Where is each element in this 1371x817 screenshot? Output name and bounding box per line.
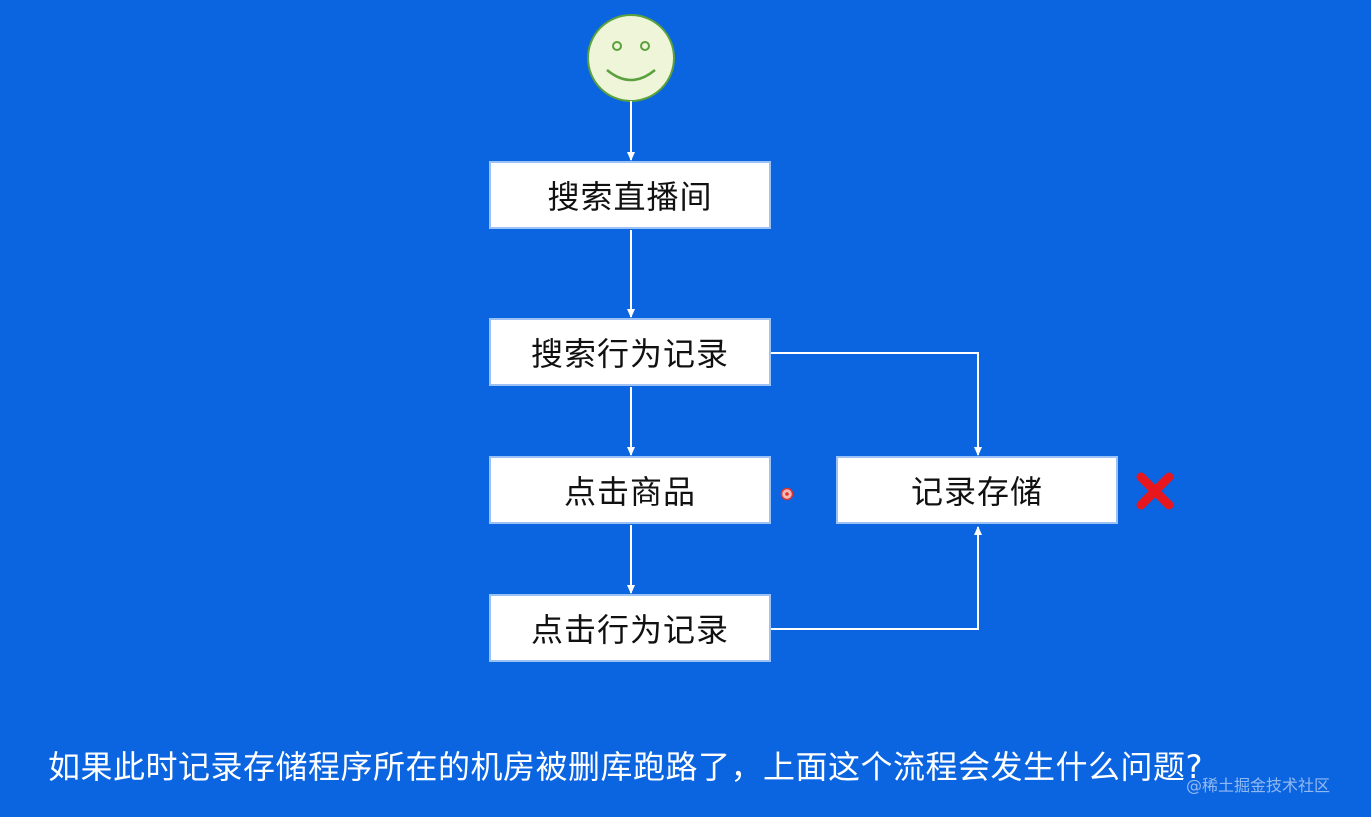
- smiley-face-icon: [587, 14, 675, 102]
- arrow-click-record-to-storage: [771, 526, 982, 630]
- node-click-record: 点击行为记录: [489, 594, 771, 662]
- node-record-storage: 记录存储: [836, 456, 1118, 524]
- arrow-search-record-to-storage: [771, 352, 982, 456]
- node-record-storage-label: 记录存储: [910, 473, 1043, 511]
- node-search-record: 搜索行为记录: [489, 318, 771, 386]
- watermark: @稀土掘金技术社区: [1186, 776, 1331, 795]
- node-click-product: 点击商品: [489, 456, 771, 524]
- node-search-room-label: 搜索直播间: [547, 178, 713, 216]
- cursor-dot-icon: [780, 487, 794, 501]
- node-search-record-label: 搜索行为记录: [530, 335, 729, 373]
- question-caption: 如果此时记录存储程序所在的机房被删库跑路了，上面这个流程会发生什么问题?: [48, 748, 1203, 786]
- red-x-icon: [1136, 472, 1174, 510]
- node-click-product-label: 点击商品: [563, 473, 696, 511]
- node-click-record-label: 点击行为记录: [530, 611, 729, 649]
- node-search-room: 搜索直播间: [489, 161, 771, 229]
